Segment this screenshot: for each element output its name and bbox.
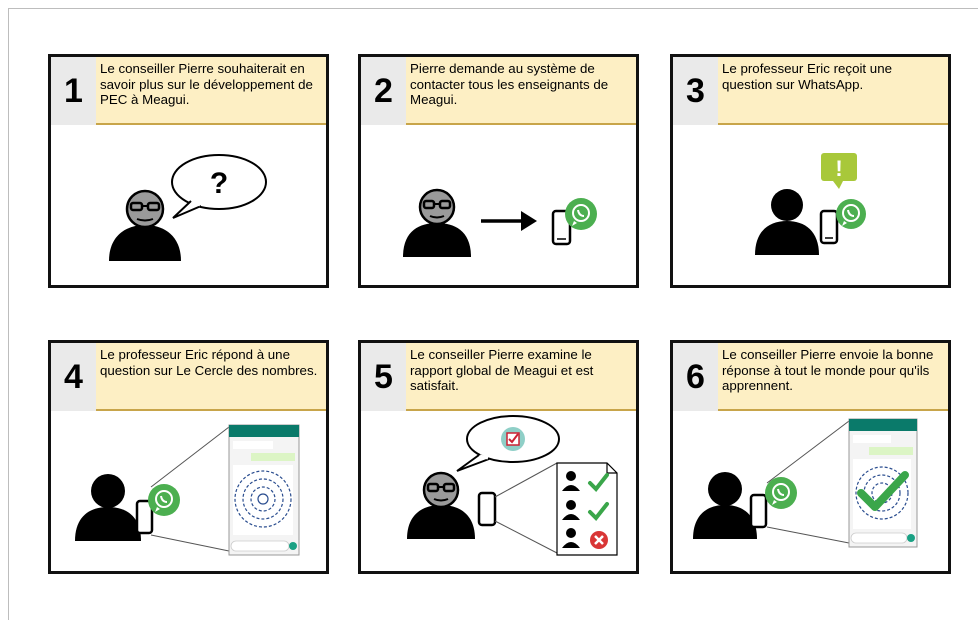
panel-caption: Le conseiller Pierre souhaiterait en sav… — [96, 57, 326, 125]
panel-5-illustration — [407, 415, 618, 556]
whatsapp-icon — [148, 484, 180, 516]
user-icon — [755, 189, 819, 255]
user-with-glasses-icon — [407, 471, 475, 539]
bubble-question-mark: ? — [210, 167, 228, 200]
panel-number: 2 — [361, 57, 407, 125]
panel-5: 5 Le conseiller Pierre examine le rappor… — [358, 340, 639, 574]
panel-6: 6 Le conseiller Pierre envoie la bonne r… — [670, 340, 951, 574]
panel-4-illustration — [75, 424, 300, 556]
user-icon — [693, 472, 757, 539]
panel-caption: Pierre demande au système de contacter t… — [406, 57, 636, 125]
user-with-glasses-icon — [109, 189, 181, 261]
panel-6-illustration — [693, 418, 918, 548]
panel-number: 6 — [673, 343, 719, 411]
panel-4: 4 Le professeur Eric répond à une questi… — [48, 340, 329, 574]
speech-bubble-icon: ? — [171, 154, 267, 219]
whatsapp-chat-screenshot — [228, 424, 300, 556]
panel-number: 4 — [51, 343, 97, 411]
panel-number: 3 — [673, 57, 719, 125]
arrow-right-icon — [481, 211, 537, 231]
user-icon — [75, 474, 141, 541]
checkmark-icon — [588, 473, 609, 493]
panel-caption: Le conseiller Pierre envoie la bonne rép… — [718, 343, 948, 411]
whatsapp-icon — [765, 477, 797, 509]
panel-2: 2 Pierre demande au système de contacter… — [358, 54, 639, 288]
smartphone-icon — [551, 209, 572, 246]
whatsapp-icon — [836, 199, 866, 229]
smartphone-icon — [749, 493, 768, 529]
whatsapp-icon — [565, 198, 597, 230]
checkbox-icon — [501, 427, 525, 451]
report-document-icon — [556, 462, 618, 556]
panel-caption: Le professeur Eric répond à une question… — [96, 343, 326, 411]
smartphone-icon — [819, 209, 839, 245]
panel-number: 1 — [51, 57, 97, 125]
checkmark-icon — [588, 502, 609, 522]
panel-1: 1 Le conseiller Pierre souhaiterait en s… — [48, 54, 329, 288]
panel-number: 5 — [361, 343, 407, 411]
speech-bubble-icon — [456, 415, 560, 472]
alert-mark: ! — [835, 156, 842, 181]
panel-1-illustration: ? — [109, 154, 267, 261]
user-with-glasses-icon — [403, 188, 471, 257]
panel-caption: Le conseiller Pierre examine le rapport … — [406, 343, 636, 411]
smartphone-icon — [477, 491, 497, 527]
panel-3: 3 Le professeur Eric reçoit une question… — [670, 54, 951, 288]
panel-3-illustration: ! — [755, 153, 866, 255]
whatsapp-chat-screenshot — [848, 418, 918, 548]
cross-icon — [590, 531, 608, 549]
panel-caption: Le professeur Eric reçoit une question s… — [718, 57, 948, 125]
panel-2-illustration — [403, 188, 597, 257]
checkmark-icon — [857, 471, 909, 511]
alert-icon: ! — [821, 153, 857, 189]
smartphone-icon — [135, 499, 154, 535]
page-frame — [8, 8, 978, 620]
